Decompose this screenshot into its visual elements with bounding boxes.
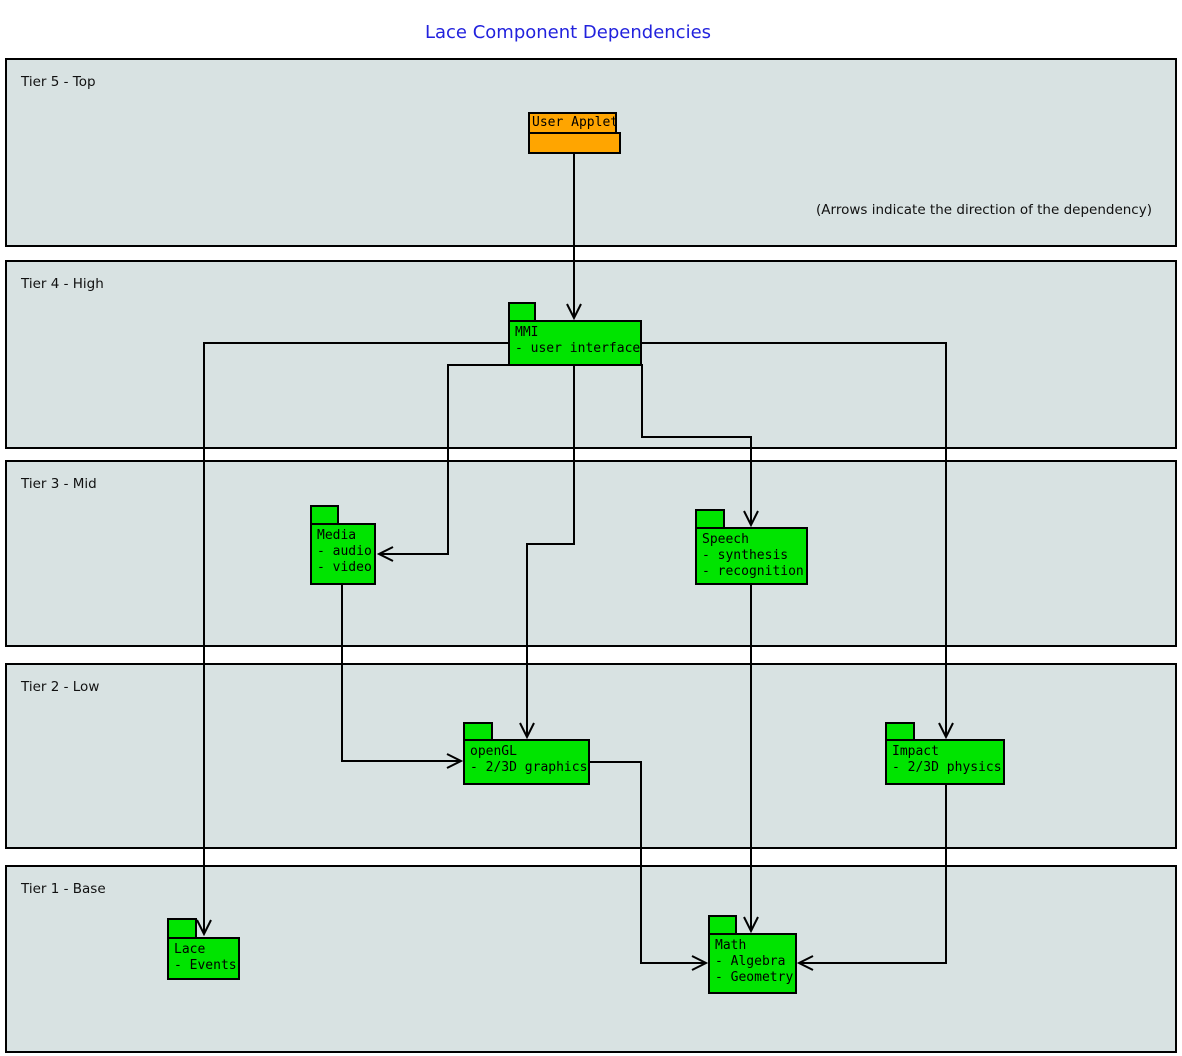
node-detail: - Events [174,958,237,973]
package-tab [167,918,197,939]
package-tab [310,505,339,525]
tier-label: Tier 1 - Base [21,881,106,897]
tier-label: Tier 4 - High [21,276,104,292]
node-detail: - Algebra [715,954,786,969]
node-title: Speech [702,532,749,547]
package-body: Media - audio - video [310,523,376,585]
package-body: Math - Algebra - Geometry [708,933,797,994]
node-detail: - audio [317,544,372,559]
package-body: openGL - 2/3D graphics [463,739,590,785]
node-title: Impact [892,744,939,759]
node-title: Lace [174,942,206,957]
node-title: User Applet [532,115,619,130]
package-body: Impact - 2/3D physics [885,739,1005,785]
node-title: MMI [515,325,539,340]
package-tab [708,915,737,935]
tier-label: Tier 3 - Mid [21,476,97,492]
tier-band-3-mid: Tier 3 - Mid [5,460,1177,647]
tier-label: Tier 5 - Top [21,74,96,90]
package-body: MMI - user interface [508,320,642,366]
node-detail: - synthesis [702,548,789,563]
node-detail: - Geometry [715,970,794,985]
diagram-title: Lace Component Dependencies [424,22,712,43]
tier-band-4-high: Tier 4 - High [5,260,1177,449]
node-detail: - recognition [702,564,804,579]
node-detail: - 2/3D physics [892,760,1002,775]
node-detail: - video [317,560,372,575]
node-detail: - 2/3D graphics [470,760,588,775]
tier-label: Tier 2 - Low [21,679,100,695]
package-body [528,132,621,154]
package-tab: User Applet [528,112,619,134]
package-tab [508,302,536,322]
node-detail: - user interface [515,341,641,356]
arrow-direction-note: (Arrows indicate the direction of the de… [816,202,1152,218]
package-tab [695,509,725,529]
node-title: Math [715,938,747,953]
package-body: Lace - Events [167,937,240,980]
package-body: Speech - synthesis - recognition [695,527,808,585]
node-title: Media [317,528,357,543]
node-title: openGL [470,744,517,759]
